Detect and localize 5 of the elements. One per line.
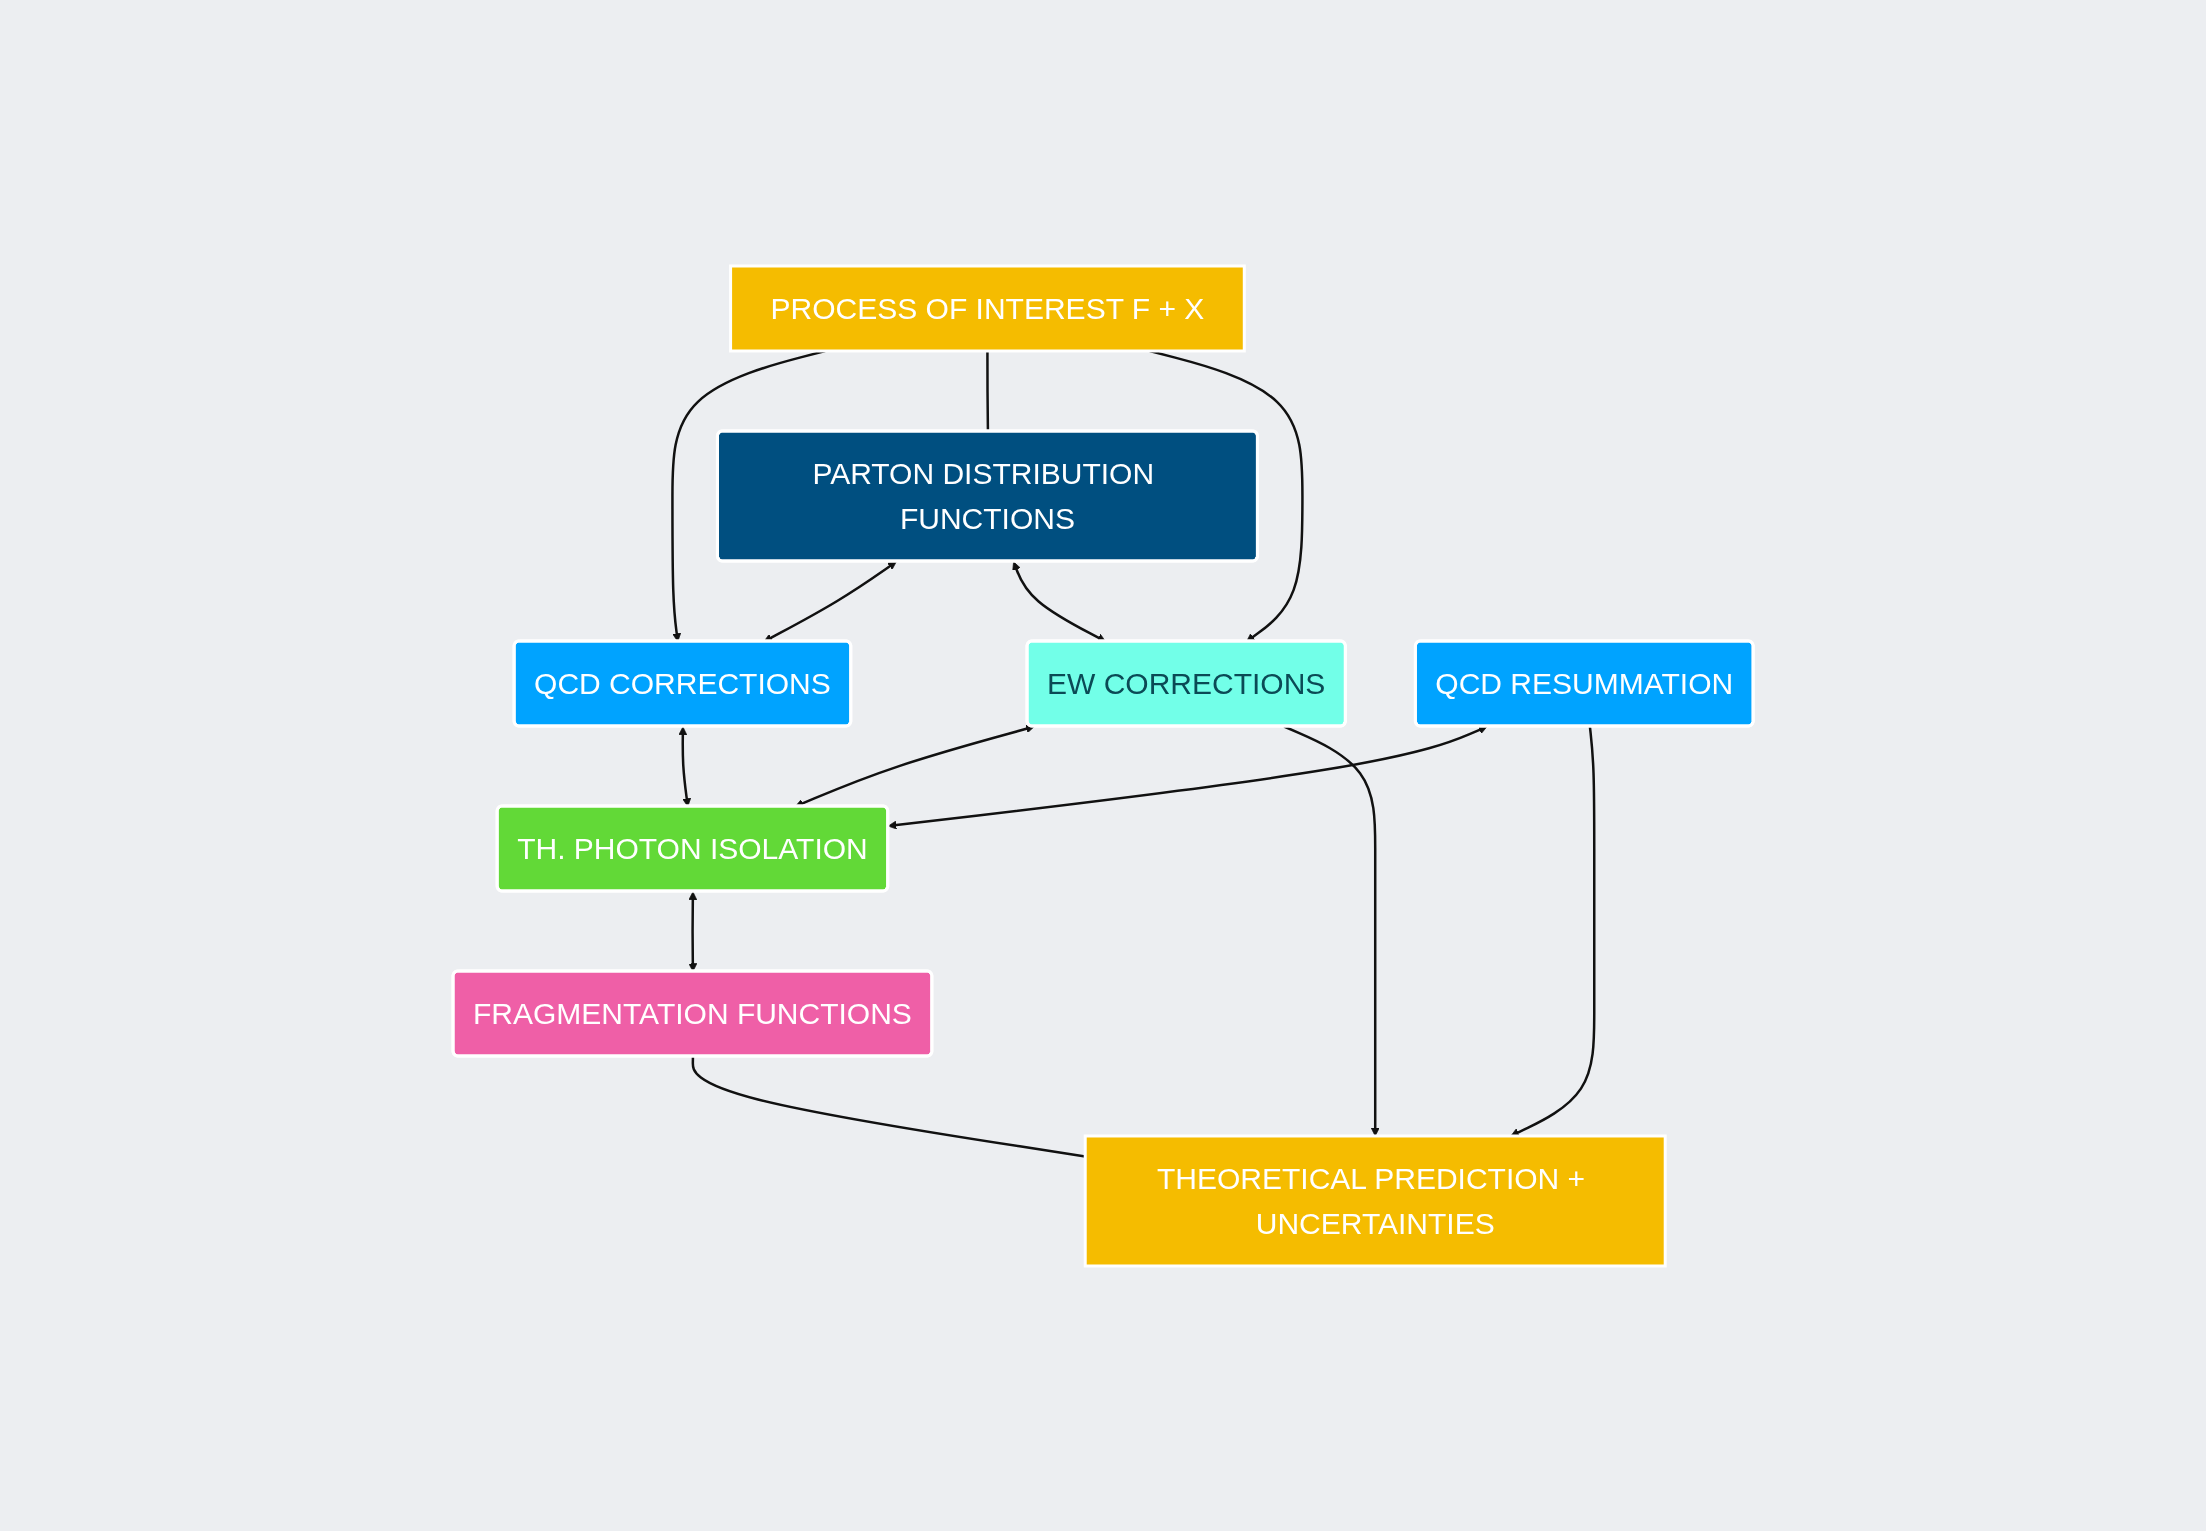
arrow [887, 725, 1488, 829]
connector [691, 1055, 1086, 1158]
connector [986, 350, 990, 431]
node-box: THEORETICAL PREDICTION + UNCERTAINTIES [1083, 1134, 1667, 1267]
node-box: PROCESS OF INTEREST F + X [729, 264, 1246, 352]
